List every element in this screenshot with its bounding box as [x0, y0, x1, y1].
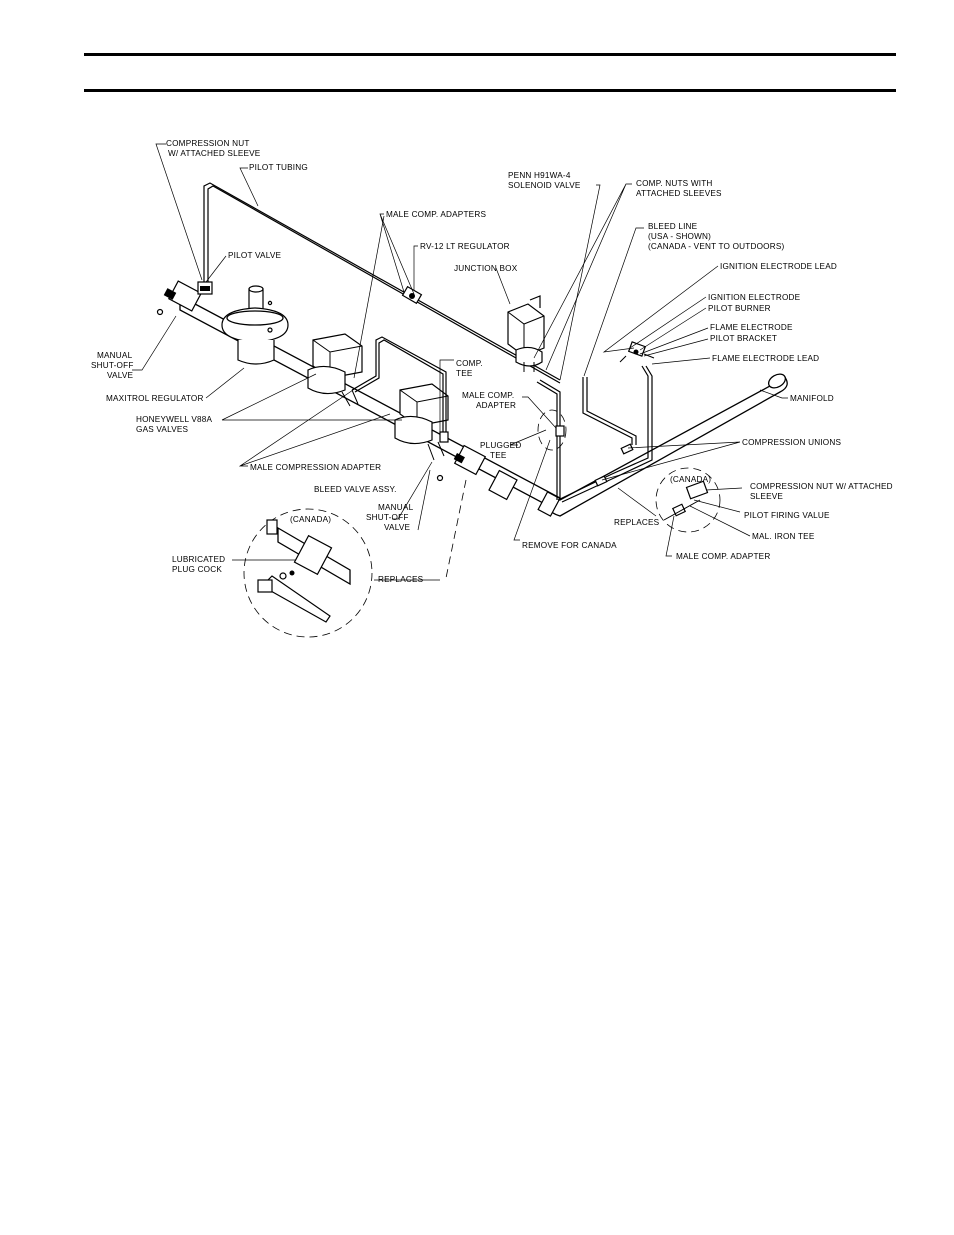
label-solenoid-line2: SOLENOID VALVE — [508, 181, 581, 190]
header-rule-top — [84, 53, 896, 56]
canada-inset-left — [243, 508, 373, 638]
label-canada-left: (CANADA) — [290, 515, 331, 524]
label-pilot-firing-value: PILOT FIRING VALUE — [744, 511, 830, 520]
label-compression-nut-right-2: SLEEVE — [750, 492, 783, 501]
label-male-comp-adapter-mid-2: ADAPTER — [476, 401, 516, 410]
solenoid-valve — [515, 346, 543, 372]
label-male-compression-adapter: MALE COMPRESSION ADAPTER — [250, 463, 381, 472]
label-manual-shutoff-left-1: MANUAL — [97, 351, 133, 360]
label-pilot-bracket: PILOT BRACKET — [710, 334, 777, 343]
label-mal-iron-tee: MAL. IRON TEE — [752, 532, 815, 541]
label-pilot-burner: PILOT BURNER — [708, 304, 771, 313]
label-bleed-line-3: (CANADA - VENT TO OUTDOORS) — [648, 242, 784, 251]
label-rv12-regulator: RV-12 LT REGULATOR — [420, 242, 510, 251]
label-maxitrol-regulator: MAXITROL REGULATOR — [106, 394, 204, 403]
label-lubricated-2: PLUG COCK — [172, 565, 222, 574]
label-ignition-electrode-lead: IGNITION ELECTRODE LEAD — [720, 262, 837, 271]
label-pilot-valve: PILOT VALVE — [228, 251, 282, 260]
rv12-regulator — [401, 285, 423, 305]
label-plugged-tee-2: TEE — [490, 451, 507, 460]
manual-shutoff-valve-left — [156, 280, 202, 316]
callout-labels: COMPRESSION NUT W/ ATTACHED SLEEVE PILOT… — [91, 139, 893, 584]
label-comp-tee-2: TEE — [456, 369, 473, 378]
maxitrol-regulator — [221, 285, 289, 365]
label-junction-box: JUNCTION BOX — [454, 264, 518, 273]
label-male-comp-adapter-bottom: MALE COMP. ADAPTER — [676, 552, 770, 561]
label-comp-tee-1: COMP. — [456, 359, 483, 368]
label-ignition-electrode: IGNITION ELECTRODE — [708, 293, 801, 302]
canada-inset-right — [655, 467, 721, 533]
label-bleed-line-2: (USA - SHOWN) — [648, 232, 711, 241]
label-flame-electrode-lead: FLAME ELECTRODE LEAD — [712, 354, 819, 363]
label-lubricated-1: LUBRICATED — [172, 555, 225, 564]
label-manual-shutoff-left-2: SHUT-OFF — [91, 361, 134, 370]
pilot-valve — [197, 281, 213, 295]
label-bleed-line-1: BLEED LINE — [648, 222, 698, 231]
manual-shutoff-valve-mid — [436, 444, 487, 482]
label-remove-for-canada: REMOVE FOR CANADA — [522, 541, 617, 550]
label-compression-nut-right-1: COMPRESSION NUT W/ ATTACHED — [750, 482, 893, 491]
pilot-tubing — [203, 182, 653, 503]
label-male-comp-adapter-mid-1: MALE COMP. — [462, 391, 514, 400]
label-compression-nut-line2: W/ ATTACHED SLEEVE — [168, 149, 261, 158]
header-rule-bottom — [84, 89, 896, 92]
label-flame-electrode: FLAME ELECTRODE — [710, 323, 793, 332]
label-replaces-right: REPLACES — [614, 518, 660, 527]
compression-unions — [439, 425, 634, 487]
label-bleed-valve-assy: BLEED VALVE ASSY. — [314, 485, 397, 494]
label-manual-shutoff-left-3: VALVE — [107, 371, 134, 380]
leader-lines — [132, 143, 788, 581]
label-comp-nuts-line1: COMP. NUTS WITH — [636, 179, 713, 188]
label-manual-shutoff-mid-3: VALVE — [384, 523, 411, 532]
label-male-comp-adapters: MALE COMP. ADAPTERS — [386, 210, 486, 219]
label-compression-nut-line1: COMPRESSION NUT — [166, 139, 250, 148]
gas-valve-2 — [394, 383, 449, 461]
label-comp-nuts-line2: ATTACHED SLEEVES — [636, 189, 722, 198]
label-manual-shutoff-mid-1: MANUAL — [378, 503, 414, 512]
label-honeywell-line1: HONEYWELL V88A — [136, 415, 213, 424]
label-manifold: MANIFOLD — [790, 394, 834, 403]
label-canada-right: (CANADA) — [670, 475, 711, 484]
label-replaces-left: REPLACES — [378, 575, 424, 584]
label-pilot-tubing: PILOT TUBING — [249, 163, 308, 172]
label-honeywell-line2: GAS VALVES — [136, 425, 189, 434]
label-plugged-tee-1: PLUGGED — [480, 441, 521, 450]
label-manual-shutoff-mid-2: SHUT-OFF — [366, 513, 409, 522]
label-solenoid-line1: PENN H91WA-4 — [508, 171, 571, 180]
label-compression-unions: COMPRESSION UNIONS — [742, 438, 841, 447]
plugged-tee-circle — [537, 409, 567, 451]
gas-valve-1 — [307, 333, 363, 407]
pilot-burner-assembly — [619, 341, 655, 363]
